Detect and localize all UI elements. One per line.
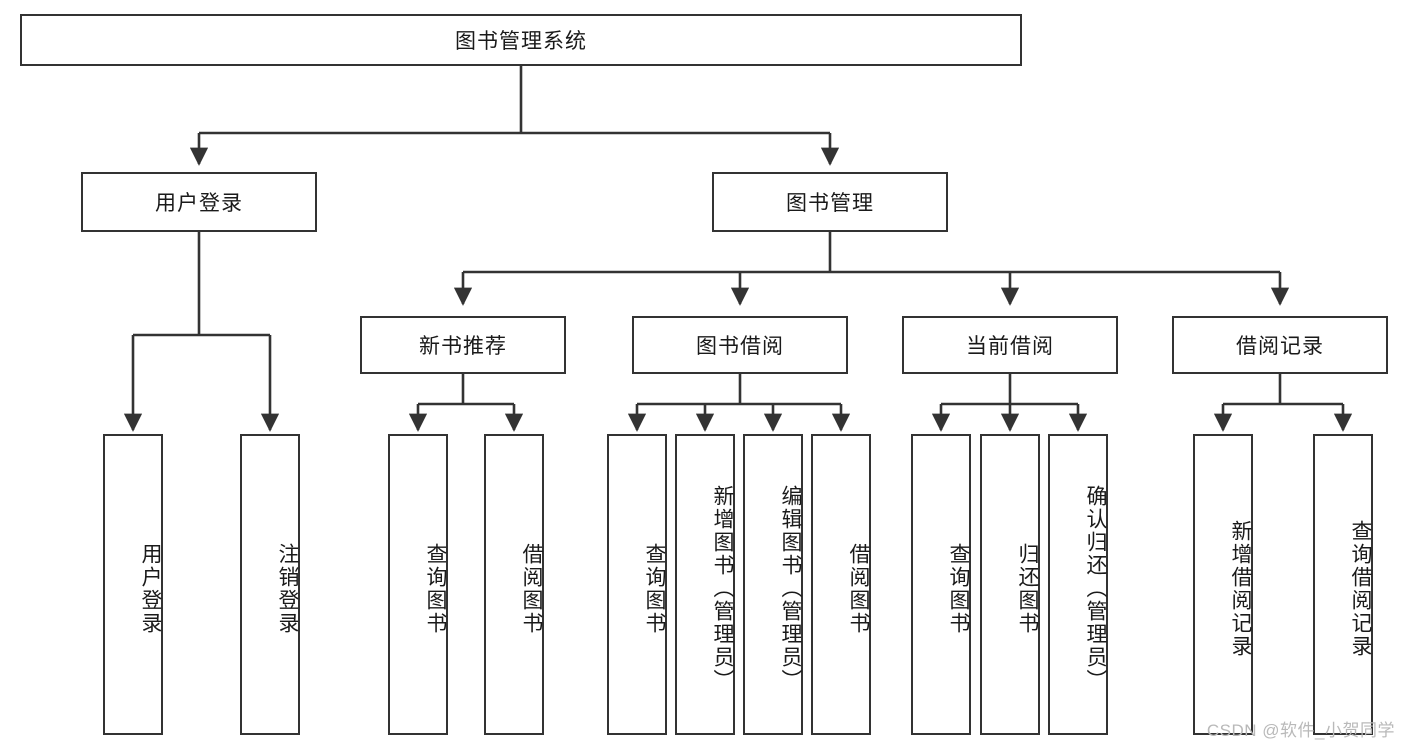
node-book-manage[interactable]: 图书管理 xyxy=(712,172,948,232)
leaf-query-borrow-record[interactable]: 查询借阅记录 xyxy=(1313,434,1373,735)
leaf-label: 借阅图书 xyxy=(847,542,870,635)
node-current-borrow[interactable]: 当前借阅 xyxy=(902,316,1118,374)
leaf-label: 借阅图书 xyxy=(520,542,543,635)
csdn-watermark: CSDN @软件_小贺同学 xyxy=(1206,721,1395,740)
leaf-borrow-book-recommend[interactable]: 借阅图书 xyxy=(484,434,544,735)
leaf-label: 确认归还（管理员） xyxy=(1084,485,1107,692)
leaf-label: 用户登录 xyxy=(139,542,162,635)
leaf-borrow-book-borrow[interactable]: 借阅图书 xyxy=(811,434,871,735)
leaf-label: 查询借阅记录 xyxy=(1349,519,1372,658)
leaf-label: 查询图书 xyxy=(424,542,447,635)
node-borrow-record[interactable]: 借阅记录 xyxy=(1172,316,1388,374)
leaf-label: 归还图书 xyxy=(1016,542,1039,635)
leaf-query-book-current[interactable]: 查询图书 xyxy=(911,434,971,735)
leaf-label: 编辑图书（管理员） xyxy=(779,485,802,692)
leaf-label: 注销登录 xyxy=(276,542,299,635)
leaf-label: 新增借阅记录 xyxy=(1229,519,1252,658)
leaf-user-logout[interactable]: 注销登录 xyxy=(240,434,300,735)
leaf-query-book-borrow[interactable]: 查询图书 xyxy=(607,434,667,735)
leaf-return-book[interactable]: 归还图书 xyxy=(980,434,1040,735)
leaf-user-login[interactable]: 用户登录 xyxy=(103,434,163,735)
leaf-label: 查询图书 xyxy=(947,542,970,635)
node-book-borrow[interactable]: 图书借阅 xyxy=(632,316,848,374)
leaf-confirm-return[interactable]: 确认归还（管理员） xyxy=(1048,434,1108,735)
leaf-label: 查询图书 xyxy=(643,542,666,635)
leaf-add-borrow-record[interactable]: 新增借阅记录 xyxy=(1193,434,1253,735)
node-root-system[interactable]: 图书管理系统 xyxy=(20,14,1022,66)
node-user-login[interactable]: 用户登录 xyxy=(81,172,317,232)
leaf-label: 新增图书（管理员） xyxy=(711,485,734,692)
leaf-edit-book[interactable]: 编辑图书（管理员） xyxy=(743,434,803,735)
node-new-book-recommend[interactable]: 新书推荐 xyxy=(360,316,566,374)
leaf-add-book[interactable]: 新增图书（管理员） xyxy=(675,434,735,735)
leaf-query-book-recommend[interactable]: 查询图书 xyxy=(388,434,448,735)
